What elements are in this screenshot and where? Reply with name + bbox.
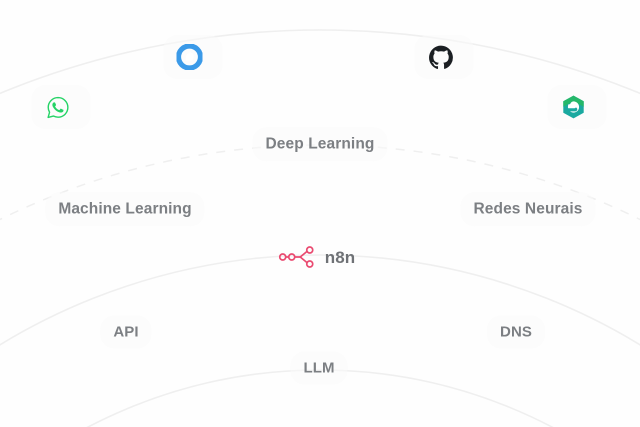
orbit-node-label: Machine Learning <box>58 200 192 218</box>
orbit-node-label: Deep Learning <box>265 135 375 153</box>
orbit-node-api[interactable]: API <box>100 315 152 349</box>
orbit-node-label: API <box>113 323 139 341</box>
orbit-node-whatsapp[interactable] <box>31 85 91 129</box>
orbit-node-bluesky[interactable] <box>163 35 223 79</box>
n8n-logo-icon <box>278 245 317 269</box>
orbit-node-hexagon-app[interactable] <box>547 85 607 129</box>
github-icon <box>428 44 454 70</box>
orbit-node-llm[interactable]: LLM <box>290 351 348 385</box>
orbit-node-deep-learning[interactable]: Deep Learning <box>252 127 388 161</box>
teal-hexagon-icon <box>561 94 587 120</box>
orbit-node-label: Redes Neurais <box>473 200 583 218</box>
orbit-node-label: DNS <box>500 323 532 341</box>
orbit-ring-second <box>0 144 640 221</box>
blue-circle-icon <box>176 44 203 70</box>
orbit-node-github[interactable] <box>414 35 474 79</box>
orbit-ring-third <box>0 254 640 346</box>
orbit-center-node-n8n[interactable]: n8n <box>278 245 356 269</box>
orbit-node-label: LLM <box>303 359 335 377</box>
orbit-node-dns[interactable]: DNS <box>487 315 545 349</box>
orbit-center-label: n8n <box>324 247 356 267</box>
orbit-node-machine-learning[interactable]: Machine Learning <box>45 192 205 226</box>
orbit-node-redes-neurais[interactable]: Redes Neurais <box>460 192 596 226</box>
whatsapp-icon <box>45 94 71 120</box>
